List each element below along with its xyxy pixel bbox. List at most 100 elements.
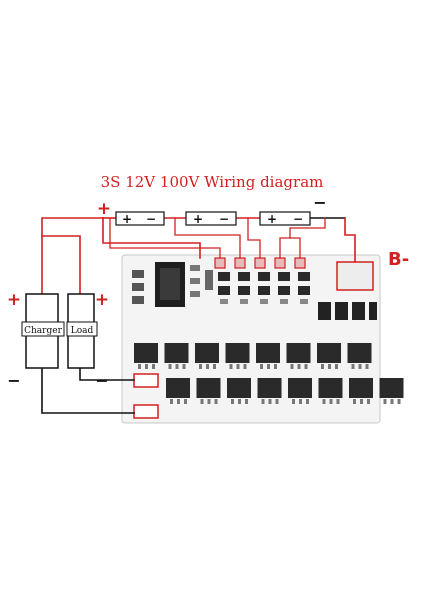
mosfet bbox=[196, 378, 221, 398]
mosfet-pin bbox=[299, 399, 302, 404]
mosfet-pin bbox=[275, 399, 279, 404]
mosfet-pin bbox=[336, 399, 340, 404]
shunt-resistors bbox=[318, 302, 377, 320]
mosfet-pin bbox=[274, 364, 277, 369]
mosfet-pin bbox=[306, 399, 309, 404]
diagram-title: 3S 12V 100V Wiring diagram bbox=[101, 173, 324, 191]
mosfet-pin bbox=[260, 364, 263, 369]
mosfet bbox=[225, 343, 250, 363]
mosfet-pin bbox=[335, 364, 338, 369]
b-minus-label: B- bbox=[388, 249, 409, 270]
mosfet-pin bbox=[304, 364, 308, 369]
mosfet-pin bbox=[213, 364, 216, 369]
load-box: Load bbox=[66, 293, 98, 369]
svg-text:−: − bbox=[219, 212, 229, 226]
charger-minus-sign: − bbox=[7, 371, 20, 390]
p-plus-pad bbox=[133, 373, 159, 388]
wires bbox=[41, 217, 356, 414]
mosfet-row-top bbox=[134, 343, 372, 369]
sense-wire-b3 bbox=[109, 217, 221, 259]
charger-plus-sign: + bbox=[7, 290, 21, 310]
mosfet-pin bbox=[168, 364, 172, 369]
mosfet bbox=[286, 343, 311, 363]
mosfet bbox=[347, 343, 372, 363]
sense-pad-b2 bbox=[254, 257, 266, 269]
mosfet-pin bbox=[351, 364, 355, 369]
sense-pad-b3 bbox=[274, 257, 286, 269]
svg-text:+: + bbox=[193, 212, 203, 226]
mosfet-pin bbox=[365, 364, 369, 369]
mosfet-pin bbox=[245, 399, 248, 404]
mosfet-pin bbox=[268, 399, 272, 404]
mosfet-pin bbox=[383, 399, 387, 404]
mosfet-pin bbox=[175, 364, 179, 369]
wire-charger-plus bbox=[41, 217, 104, 295]
mosfet-pin bbox=[229, 364, 233, 369]
mosfet-pin bbox=[367, 399, 370, 404]
mosfet bbox=[318, 378, 343, 398]
sense-pad-b1 bbox=[234, 257, 246, 269]
mosfet-pin bbox=[170, 399, 173, 404]
mosfet-pin bbox=[328, 364, 331, 369]
load-plus-sign: + bbox=[95, 290, 109, 310]
svg-text:−: − bbox=[146, 212, 156, 226]
mosfet-pin bbox=[322, 399, 326, 404]
mosfet-row-bottom bbox=[166, 378, 404, 404]
sense-pad-b0 bbox=[214, 257, 226, 269]
mosfet bbox=[257, 378, 282, 398]
mosfet bbox=[134, 343, 158, 363]
mosfet-pin bbox=[152, 364, 155, 369]
mosfet-pin bbox=[138, 364, 141, 369]
bms-board bbox=[121, 254, 404, 424]
battery-cell-3: + − bbox=[259, 211, 311, 226]
balance-components bbox=[218, 272, 310, 304]
load-minus-sign: − bbox=[95, 371, 108, 390]
mosfet bbox=[195, 343, 219, 363]
mosfet bbox=[317, 343, 341, 363]
battery-cell-1: + − bbox=[115, 211, 165, 226]
mosfet bbox=[349, 378, 373, 398]
wire-load-plus bbox=[41, 235, 81, 295]
svg-text:+: + bbox=[267, 212, 277, 226]
sense-wire-b2 bbox=[174, 217, 241, 259]
p-minus-pad bbox=[133, 404, 159, 419]
mosfet-pin bbox=[207, 399, 211, 404]
mosfet-pin bbox=[200, 399, 204, 404]
wire-charger-minus bbox=[41, 367, 135, 414]
wire-load-minus bbox=[79, 367, 135, 381]
mosfet-pin bbox=[329, 399, 333, 404]
mosfet bbox=[166, 378, 190, 398]
svg-text:+: + bbox=[122, 212, 132, 226]
mosfet-pin bbox=[243, 364, 247, 369]
mosfet-pin bbox=[184, 399, 187, 404]
mosfet bbox=[256, 343, 280, 363]
mosfet-pin bbox=[236, 364, 240, 369]
mosfet-pin bbox=[292, 399, 295, 404]
mosfet-pin bbox=[231, 399, 234, 404]
sense-pad-b4 bbox=[294, 257, 306, 269]
charger-label: Charger bbox=[24, 326, 62, 336]
mosfet-pin bbox=[353, 399, 356, 404]
mosfet-pin bbox=[206, 364, 209, 369]
sense-wire-b1 bbox=[247, 217, 261, 259]
mosfet-pin bbox=[267, 364, 270, 369]
mosfet-pin bbox=[390, 399, 394, 404]
mosfet-pin bbox=[297, 364, 301, 369]
battery-cell-2: + − bbox=[185, 211, 237, 226]
wire-pack-plus bbox=[102, 217, 201, 259]
mosfet-pin bbox=[261, 399, 265, 404]
mosfet-pin bbox=[182, 364, 186, 369]
svg-text:−: − bbox=[293, 212, 303, 226]
mosfet-pin bbox=[214, 399, 218, 404]
mosfet bbox=[379, 378, 404, 398]
mosfet-pin bbox=[360, 399, 363, 404]
mosfet-pin bbox=[290, 364, 294, 369]
mosfet bbox=[164, 343, 189, 363]
wire-b-minus bbox=[344, 217, 356, 263]
mosfet-pin bbox=[199, 364, 202, 369]
load-label: Load bbox=[71, 326, 94, 336]
pack-minus-sign: − bbox=[313, 193, 326, 212]
mosfet-pin bbox=[145, 364, 148, 369]
mosfet bbox=[288, 378, 312, 398]
